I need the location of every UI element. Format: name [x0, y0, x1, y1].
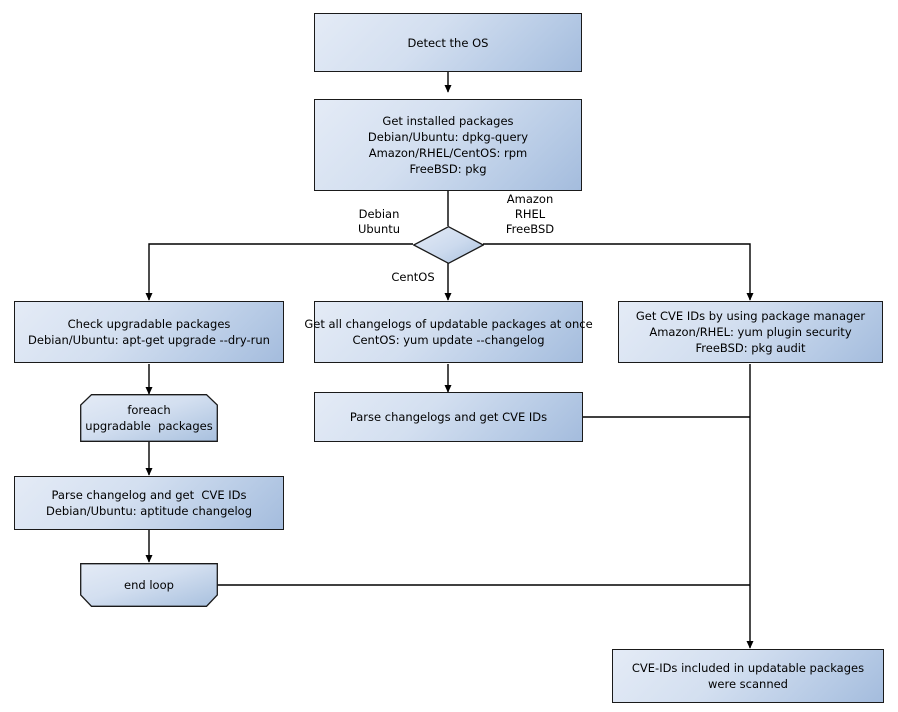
node-get-all-changelogs-label: Get all changelogs of updatable packages… [304, 317, 593, 347]
node-parse-changelogs-centos[interactable]: Parse changelogs and get CVE IDs [314, 392, 583, 442]
node-parse-changelog-debian[interactable]: Parse changelog and get CVE IDs Debian/U… [14, 476, 284, 530]
node-get-installed-packages[interactable]: Get installed packages Debian/Ubuntu: dp… [314, 99, 582, 191]
diamond-shape [412, 225, 485, 265]
edge-label-amazon-rhel-freebsd: Amazon RHEL FreeBSD [505, 192, 555, 236]
edge-label-debian-ubuntu: Debian Ubuntu [357, 207, 401, 236]
node-parse-changelog-debian-label: Parse changelog and get CVE IDs Debian/U… [46, 488, 252, 518]
node-end-loop[interactable]: end loop [80, 563, 218, 607]
node-check-upgradable-label: Check upgradable packages Debian/Ubuntu:… [28, 317, 270, 347]
node-get-installed-packages-label: Get installed packages Debian/Ubuntu: dp… [367, 114, 529, 176]
loop-start-shape [80, 394, 218, 442]
node-end-loop-label: end loop [124, 578, 174, 592]
edge-label-centos: CentOS [391, 270, 435, 284]
node-detect-os-label: Detect the OS [407, 35, 489, 50]
node-detect-os[interactable]: Detect the OS [314, 13, 582, 72]
node-os-decision[interactable] [412, 225, 485, 265]
edge-decision-to-cve-pkgmgr [483, 243, 754, 301]
edge-decision-to-check-upgradable [145, 243, 413, 301]
node-get-cve-ids-package-manager[interactable]: Get CVE IDs by using package manager Ama… [618, 301, 883, 363]
node-scanned-result-label: CVE-IDs included in updatable packages w… [631, 661, 865, 691]
node-parse-changelogs-centos-label: Parse changelogs and get CVE IDs [349, 410, 548, 424]
node-scanned-result[interactable]: CVE-IDs included in updatable packages w… [612, 649, 884, 703]
node-foreach-loop-start[interactable]: foreach upgradable packages [80, 394, 218, 442]
node-check-upgradable[interactable]: Check upgradable packages Debian/Ubuntu:… [14, 301, 284, 363]
node-get-cve-ids-package-manager-label: Get CVE IDs by using package manager Ama… [635, 309, 866, 355]
loop-end-shape [80, 563, 218, 607]
node-get-all-changelogs[interactable]: Get all changelogs of updatable packages… [304, 301, 593, 363]
node-foreach-loop-start-label: foreach upgradable packages [85, 403, 213, 433]
